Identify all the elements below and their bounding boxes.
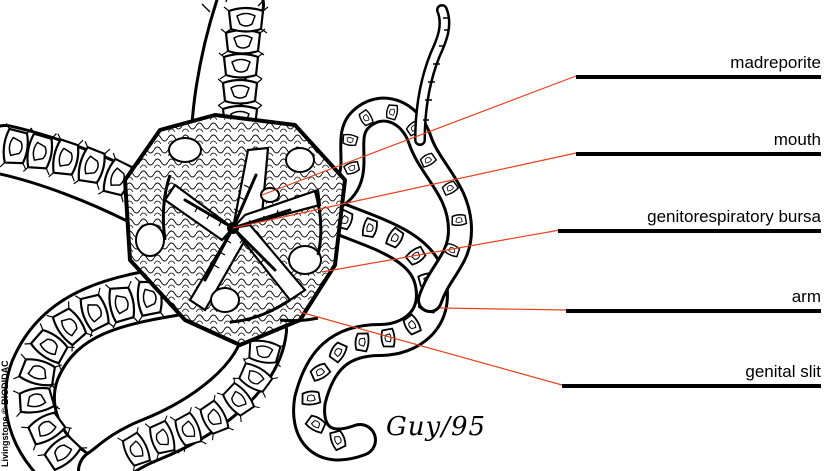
arm-left	[0, 123, 140, 203]
copyright-credit: Livingstone © BIODIDAC	[0, 327, 10, 471]
label-rule-genitorespiratory-bursa	[558, 229, 821, 233]
label-rule-madreporite	[576, 75, 821, 79]
label-madreporite: madreporite	[730, 53, 821, 73]
leader-arm	[440, 308, 566, 310]
label-rule-genital-slit	[562, 384, 821, 388]
label-genitorespiratory-bursa: genitorespiratory bursa	[647, 207, 821, 227]
artist-signature: Guy/95	[386, 412, 486, 442]
label-rule-mouth	[576, 152, 821, 156]
arm-bottom	[100, 330, 286, 471]
label-genital-slit: genital slit	[745, 362, 821, 382]
label-arm: arm	[792, 287, 821, 307]
label-mouth: mouth	[774, 130, 821, 150]
label-rule-arm	[566, 309, 821, 313]
